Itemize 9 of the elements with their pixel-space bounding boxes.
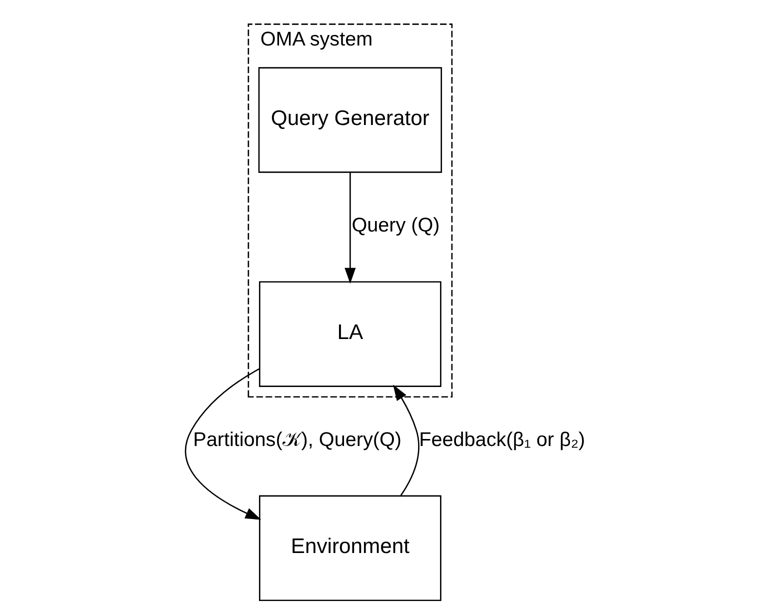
node-box: Query Generator — [258, 67, 442, 173]
edge-label: Feedback(β₁ or β₂) — [418, 428, 585, 451]
arrow — [184, 368, 261, 520]
arrow — [344, 172, 356, 284]
node-box: Environment — [258, 495, 441, 602]
node-box: LA — [258, 281, 441, 387]
edge-label: Query (Q) — [351, 214, 440, 237]
arrow — [392, 384, 419, 496]
edge-label: Partitions(𝒦), Query(Q) — [192, 428, 401, 451]
